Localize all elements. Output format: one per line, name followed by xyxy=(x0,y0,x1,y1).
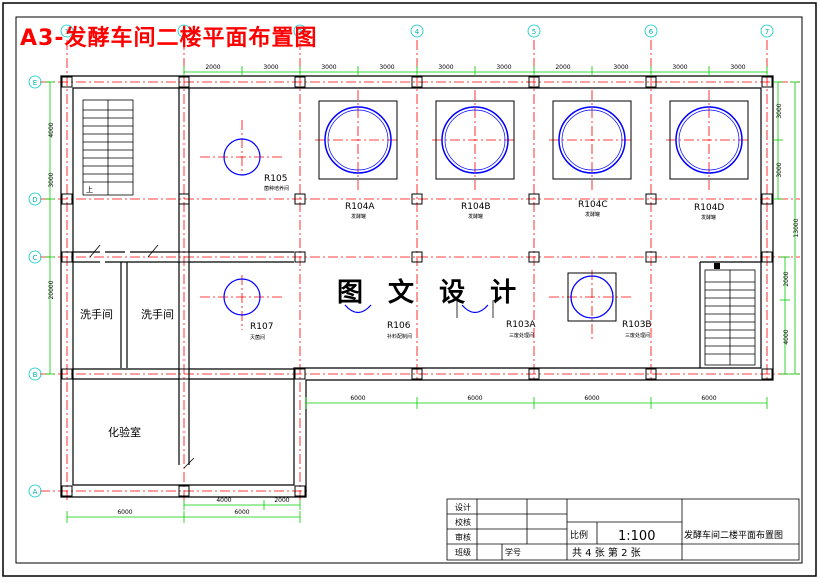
room-r104c-code: R104C xyxy=(578,200,608,210)
tb-drawing-name: 发酵车间二楼平面布置图 xyxy=(684,529,783,541)
room-r103a-desc: 三废处理间 xyxy=(509,332,534,339)
room-r105-desc: 菌种培养间 xyxy=(264,185,289,192)
dim-right-total: 13000 xyxy=(793,218,800,237)
room-r106-code: R106 xyxy=(387,321,411,331)
watermark-text: 图 文 设 计 xyxy=(337,278,525,308)
stair-left xyxy=(82,99,134,196)
drawing-title: A3-发酵车间二楼平面布置图 xyxy=(20,26,318,51)
dim-top: 2000 xyxy=(555,64,570,71)
stair-right xyxy=(704,269,756,366)
dim-top: 3000 xyxy=(672,64,687,71)
axis-top-label: 2 xyxy=(182,28,186,36)
axis-left-label: E xyxy=(33,79,37,87)
dim-mid: 6000 xyxy=(467,395,482,402)
tb-row-class: 班级 xyxy=(455,547,471,557)
room-r107-desc: 灭菌间 xyxy=(250,334,265,341)
washroom-1-label: 洗手间 xyxy=(80,307,113,321)
room-r104d-code: R104D xyxy=(694,203,724,213)
washroom-2-label: 洗手间 xyxy=(141,307,174,321)
dim-bottom-1: 4000 xyxy=(216,497,231,504)
axis-left-label: C xyxy=(33,254,38,262)
dim-mid: 6000 xyxy=(584,395,599,402)
inner-frame xyxy=(15,16,803,564)
columns xyxy=(61,76,773,497)
tb-sheets: 共 4 张 第 2 张 xyxy=(572,546,641,559)
room-r104b-code: R104B xyxy=(461,202,491,212)
axis-left-label: A xyxy=(33,488,38,496)
axis-left-label: B xyxy=(33,371,38,379)
dim-left-upper: 4000 xyxy=(48,122,55,137)
dim-bottom-1: 2000 xyxy=(274,497,289,504)
doors xyxy=(89,244,195,469)
walls xyxy=(60,75,774,498)
room-r104d-desc: 发酵罐 xyxy=(701,214,716,221)
room-r104a-desc: 发酵罐 xyxy=(351,213,366,220)
title-block xyxy=(446,498,800,561)
dim-top: 3000 xyxy=(263,64,278,71)
room-labels: R105 菌种培养间 R104A 发酵罐 R104B 发酵罐 R104C 发酵罐… xyxy=(80,174,724,439)
room-r105-code: R105 xyxy=(264,174,287,184)
room-r103a-code: R103A xyxy=(506,320,536,330)
tb-row-review: 审核 xyxy=(455,532,471,542)
grid-lines xyxy=(40,40,800,500)
dim-top: 3000 xyxy=(438,64,453,71)
room-r103b-code: R103B xyxy=(622,320,652,330)
dim-mid: 6000 xyxy=(701,395,716,402)
tb-scale-label: 比例 xyxy=(570,529,588,541)
tb-row-check: 校核 xyxy=(455,517,471,527)
axis-top-label: 7 xyxy=(765,28,769,36)
tb-row-design: 设计 xyxy=(455,502,471,512)
fermenter-tanks xyxy=(223,100,749,322)
axis-top-label: 3 xyxy=(298,28,302,36)
tb-scale-value: 1:100 xyxy=(618,529,655,544)
dim-top: 3000 xyxy=(730,64,745,71)
dimension-lines xyxy=(45,66,800,523)
axis-top-label: 6 xyxy=(649,28,654,36)
dim-top: 3000 xyxy=(496,64,511,71)
room-r104c-desc: 发酵罐 xyxy=(585,211,600,218)
axis-left-label: D xyxy=(32,196,37,204)
room-r104b-desc: 发酵罐 xyxy=(468,213,483,220)
room-r107-code: R107 xyxy=(250,322,273,332)
dim-right-upper: 3000 xyxy=(776,103,783,118)
room-r104a-code: R104A xyxy=(345,202,375,212)
dim-left-lower: 20000 xyxy=(48,280,55,299)
stair-marker xyxy=(714,263,720,269)
dim-right-upper: 3000 xyxy=(776,162,783,177)
dim-top: 3000 xyxy=(613,64,628,71)
dim-bottom-2: 6000 xyxy=(234,509,249,516)
dimension-texts: 2000 3000 3000 3000 3000 3000 2000 3000 … xyxy=(48,64,800,516)
stair-up-label: 上 xyxy=(86,185,93,194)
room-r106-desc: 补料配制间 xyxy=(387,333,412,340)
axis-top: 1 2 3 4 5 6 7 xyxy=(60,24,774,38)
axis-top-label: 4 xyxy=(415,28,420,36)
dim-right-lower: 2000 xyxy=(783,271,790,286)
tb-student-no: 学号 xyxy=(505,547,521,557)
dim-left-upper: 3000 xyxy=(48,172,55,187)
dim-right-lower: 4000 xyxy=(783,329,790,344)
axis-top-label: 5 xyxy=(532,28,536,36)
dim-mid: 6000 xyxy=(350,395,365,402)
dim-top: 3000 xyxy=(321,64,336,71)
axis-left: E D C B A xyxy=(28,75,42,498)
lab-label: 化验室 xyxy=(108,425,141,439)
axis-top-label: 1 xyxy=(65,28,69,36)
title-block-text: 设计 校核 审核 班级 学号 比例 1:100 发酵车间二楼平面布置图 共 4 … xyxy=(455,502,783,559)
room-r103b-desc: 三废处理间 xyxy=(625,332,650,339)
dim-top: 2000 xyxy=(205,64,220,71)
dim-top: 3000 xyxy=(379,64,394,71)
dim-bottom-2: 6000 xyxy=(117,509,132,516)
